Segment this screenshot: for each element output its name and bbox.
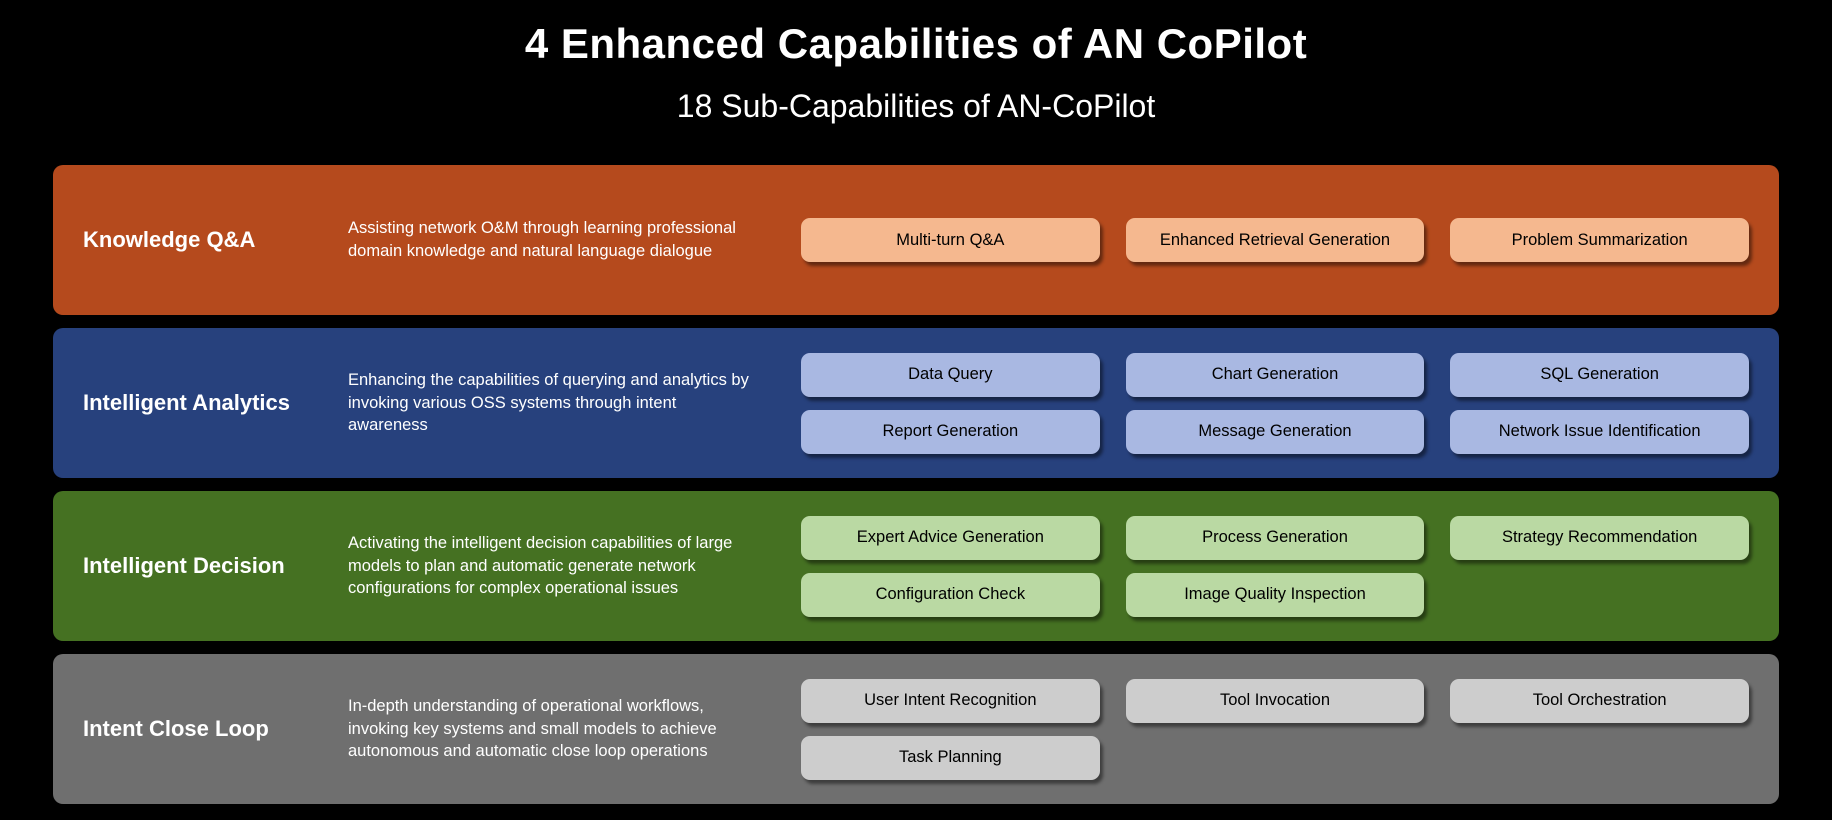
sub-capability-pill: Task Planning (801, 735, 1100, 780)
sub-capability-pill: Strategy Recommendation (1450, 515, 1749, 560)
page-subtitle: 18 Sub-Capabilities of AN-CoPilot (676, 88, 1156, 124)
sub-capability-pill: Expert Advice Generation (801, 515, 1100, 560)
capability-band-intelligent-decision: Intelligent Decision Activating the intel… (53, 491, 1779, 641)
sub-capability-pill: Network Issue Identification (1450, 409, 1749, 454)
band-description: Assisting network O&M through learning p… (348, 219, 736, 260)
band-title: Intelligent Decision (83, 553, 285, 578)
band-description: Activating the intelligent decision capa… (348, 533, 733, 598)
band-description: In-depth understanding of operational wo… (348, 696, 717, 761)
sub-capability-pill: Process Generation (1125, 515, 1425, 560)
sub-capability-pill: Problem Summarization (1450, 218, 1749, 262)
capability-band-knowledge-qa: Knowledge Q&A Assisting network O&M throu… (53, 165, 1779, 315)
band-title: Intelligent Analytics (83, 390, 291, 415)
band-title: Intent Close Loop (83, 716, 269, 741)
sub-capability-pill: User Intent Recognition (801, 678, 1100, 723)
capability-band-intent-close-loop: Intent Close Loop In-depth understanding … (53, 654, 1779, 804)
page-title: 4 Enhanced Capabilities of AN CoPilot (524, 20, 1308, 67)
capability-band-intelligent-analytics: Intelligent Analytics Enhancing the capab… (53, 328, 1779, 478)
sub-capability-pill: Multi-turn Q&A (801, 218, 1100, 262)
sub-capability-pill: Configuration Check (801, 572, 1100, 617)
sub-capability-pill: Enhanced Retrieval Generation (1125, 218, 1425, 262)
sub-capability-grid: Data Query Chart Generation SQL Generation… (801, 352, 1749, 454)
capability-rows: Knowledge Q&A Assisting network O&M throu… (53, 165, 1779, 804)
sub-capability-grid: Multi-turn Q&A Enhanced Retrieval Generat… (801, 218, 1749, 262)
sub-capability-pill: Image Quality Inspection (1125, 572, 1425, 617)
band-title: Knowledge Q&A (83, 227, 256, 252)
sub-capability-pill: Report Generation (801, 409, 1100, 454)
sub-capability-pill: Data Query (801, 352, 1100, 397)
sub-capability-pill: Tool Orchestration (1450, 678, 1749, 723)
sub-capability-grid: Expert Advice Generation Process Generati… (801, 515, 1749, 617)
sub-capability-grid: User Intent Recognition Tool Invocation To… (801, 678, 1749, 780)
band-description: Enhancing the capabilities of querying a… (348, 370, 749, 435)
sub-capability-pill: Tool Invocation (1125, 678, 1425, 723)
sub-capability-pill: Message Generation (1125, 409, 1425, 454)
sub-capability-pill: Chart Generation (1125, 352, 1425, 397)
sub-capability-pill: SQL Generation (1450, 352, 1749, 397)
